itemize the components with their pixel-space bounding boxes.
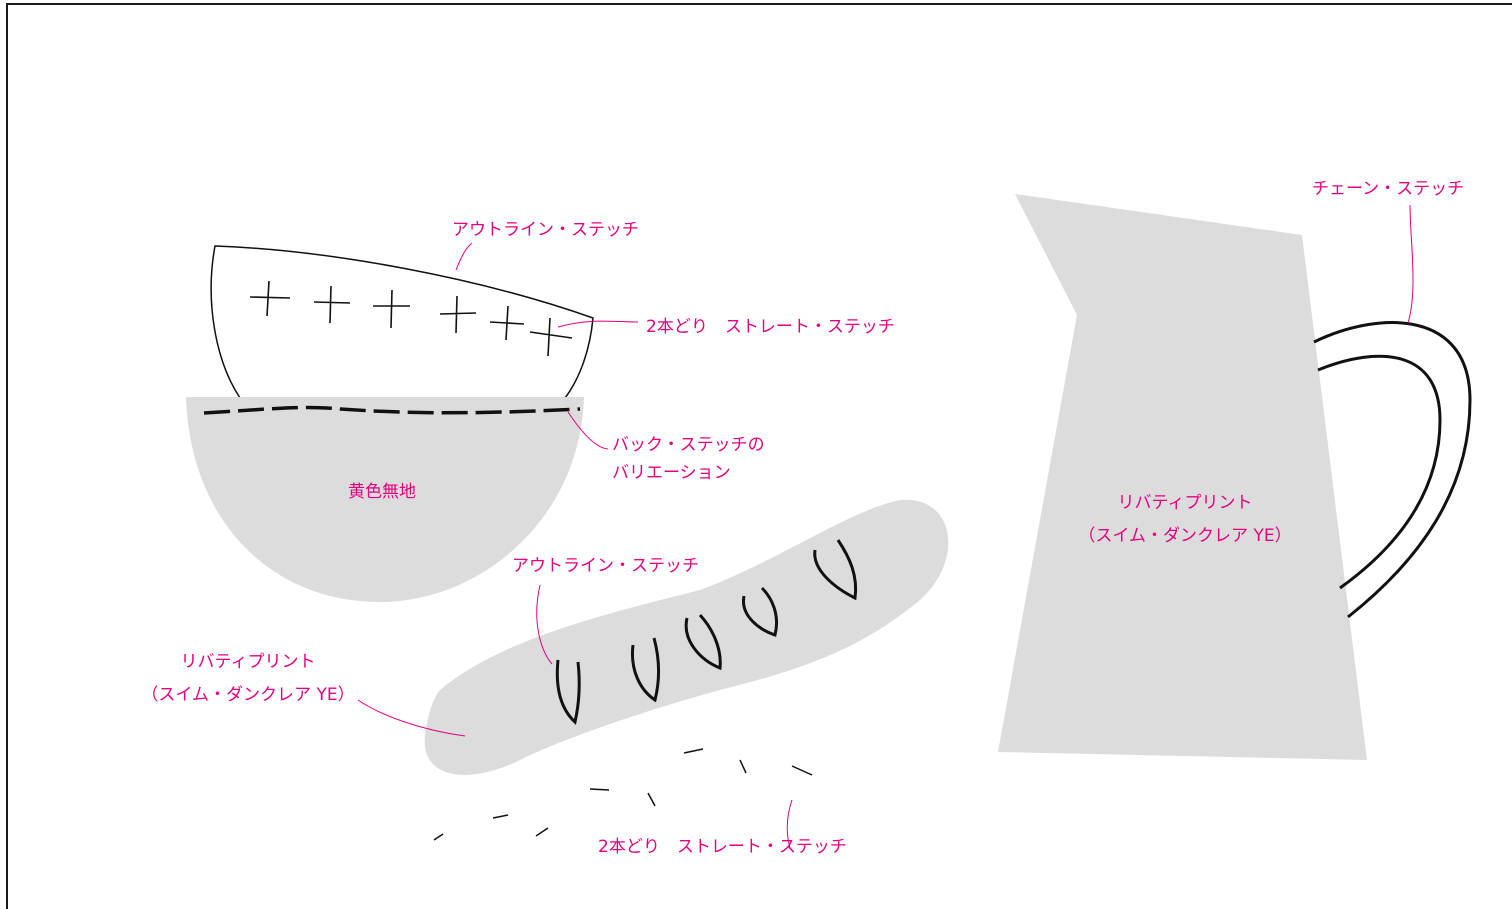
back-stitch-line [203, 405, 581, 415]
label-bread-fabric-line2: （スイム・ダンクレア YE） [141, 685, 355, 705]
label-jug-fabric-line2: （スイム・ダンクレア YE） [1078, 526, 1292, 546]
label-crumbs-straight-stitch: 2本どり ストレート・ステッチ [598, 837, 847, 857]
lower-bowl-fabric [186, 397, 584, 602]
bread-fabric [424, 499, 949, 775]
crumb-stitches [433, 748, 813, 841]
label-back-stitch-line2: バリエーション [612, 463, 731, 483]
label-upper-bowl-outline-stitch: アウトライン・ステッチ [452, 220, 639, 240]
label-bowl-fabric: 黄色無地 [348, 482, 416, 502]
label-bread-fabric-line1: リバティプリント [180, 652, 316, 672]
label-back-stitch-line1: バック・ステッチの [612, 435, 765, 455]
jug-fabric [998, 194, 1367, 760]
label-bread-outline-stitch: アウトライン・ステッチ [512, 556, 699, 576]
cross-stitches [249, 280, 573, 357]
leader-lines [357, 204, 1414, 849]
label-jug-fabric-line1: リバティプリント [1117, 493, 1253, 513]
label-upper-bowl-straight-stitch: 2本どり ストレート・ステッチ [646, 317, 895, 337]
jug-handle-stitches [1313, 321, 1472, 619]
bread-outline-stitches [555, 539, 858, 725]
upper-bowl-outline [210, 245, 594, 399]
page-frame [6, 3, 1512, 909]
label-jug-chain-stitch: チェーン・ステッチ [1312, 179, 1465, 199]
